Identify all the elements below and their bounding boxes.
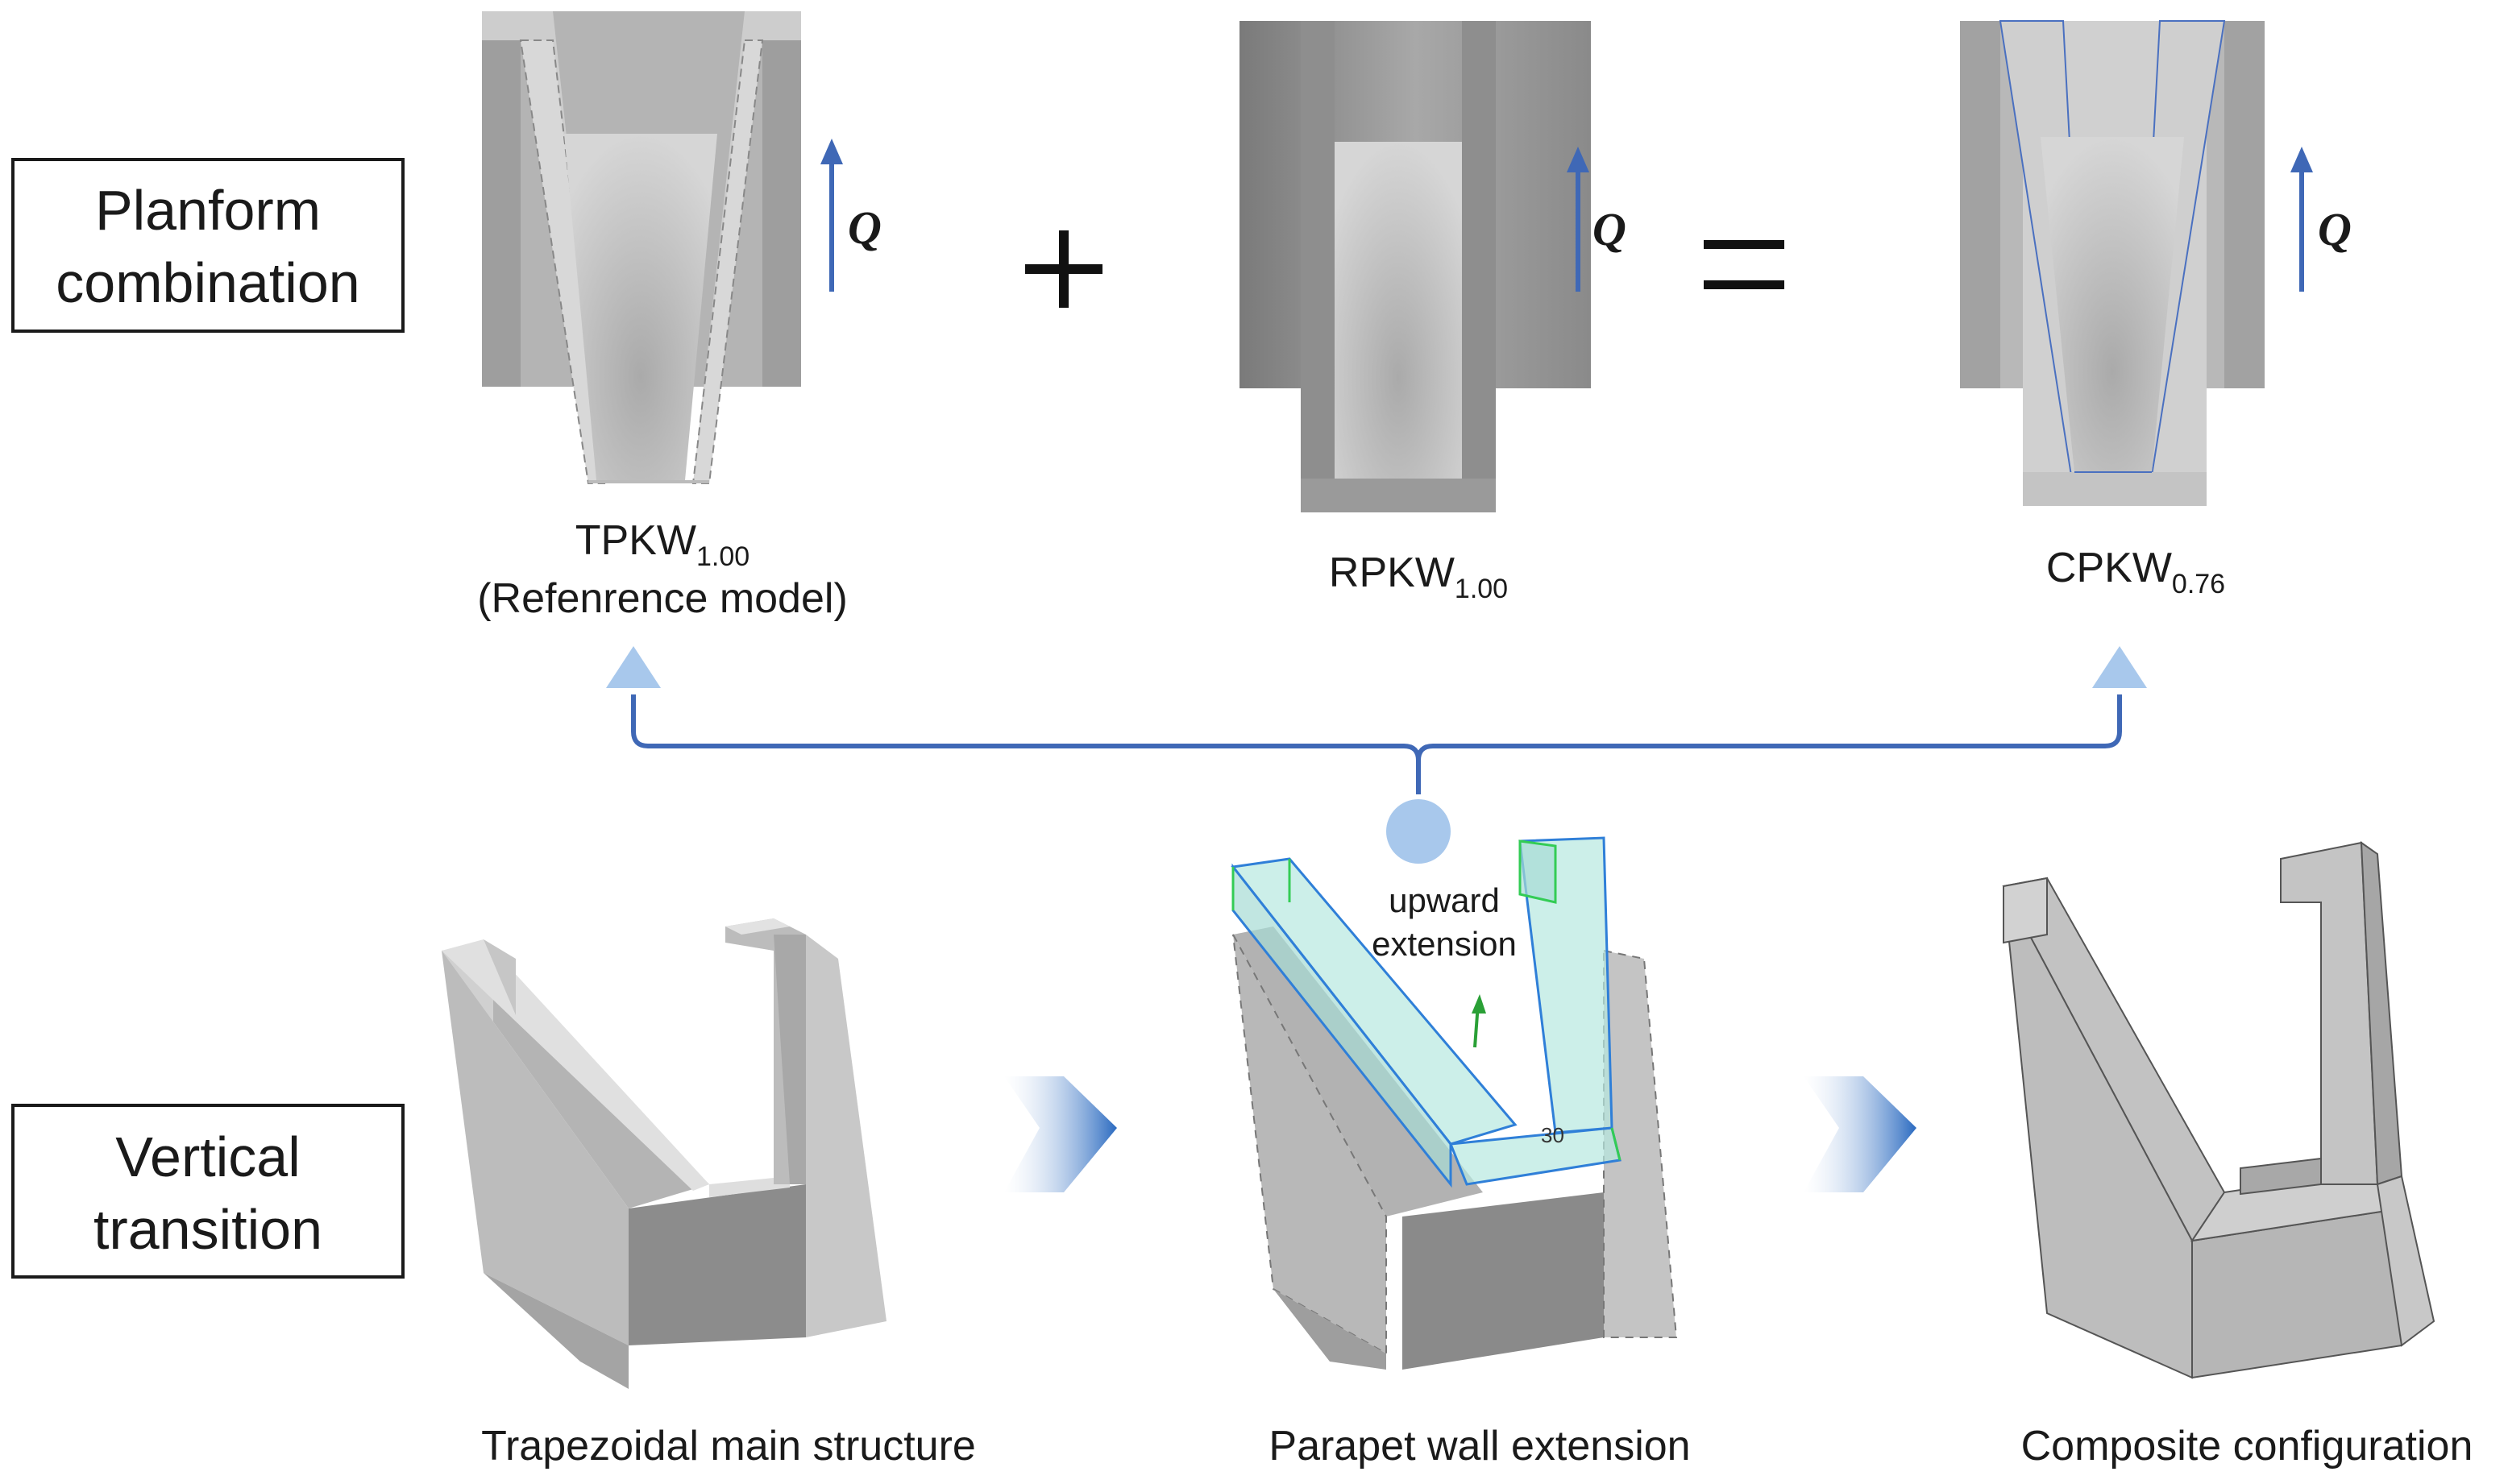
stage-arrow-1	[1004, 1076, 1117, 1192]
model-parapet-extension: 30	[1231, 836, 1678, 1370]
flow-direction-cpkw: Q	[2290, 147, 2352, 292]
row-label-box	[11, 158, 405, 333]
row-label-line1: Vertical	[115, 1125, 301, 1188]
connector-arrow-left	[606, 646, 661, 688]
connector-arrow-right	[2092, 646, 2147, 688]
flow-direction-rpkw: Q	[1567, 147, 1626, 292]
flow-symbol: Q	[2318, 203, 2352, 255]
tpkw-subscript: 1.00	[696, 541, 749, 572]
cpkw-label: CPKW0.76	[2046, 545, 2225, 599]
tpkw-note: (Refenrence model)	[477, 575, 848, 622]
flow-symbol: Q	[1592, 203, 1626, 255]
annotation-line1: upward	[1389, 881, 1500, 919]
stage-caption-parapet: Parapet wall extension	[1269, 1423, 1690, 1469]
stage-caption-composite: Composite configuration	[2021, 1423, 2473, 1469]
rpkw-base: RPKW	[1329, 549, 1455, 596]
stage-caption-main: Trapezoidal main structure	[481, 1423, 976, 1469]
cpkw-planform	[1960, 20, 2265, 506]
annotation-line2: extension	[1372, 925, 1517, 963]
planform-connector	[606, 646, 2147, 864]
tpkw-planform	[482, 11, 801, 484]
row-label-line2: combination	[56, 251, 359, 314]
row-label-line1: Planform	[95, 179, 321, 242]
stage-arrow-2	[1804, 1076, 1916, 1192]
rpkw-subscript: 1.00	[1455, 574, 1508, 604]
tpkw-label: TPKW1.00	[575, 517, 749, 572]
tpkw-base: TPKW	[575, 517, 696, 564]
cpkw-subscript: 0.76	[2172, 569, 2225, 599]
dimension-label: 30	[1541, 1123, 1564, 1147]
row-label-line2: transition	[93, 1198, 322, 1261]
row-label-box	[11, 1104, 405, 1279]
row-label-vertical: Vertical transition	[11, 1104, 405, 1279]
plus-operator	[1025, 230, 1102, 308]
model-trapezoidal-main	[442, 918, 887, 1389]
connector-node	[1386, 799, 1451, 864]
equals-operator	[1704, 240, 1784, 289]
row-label-planform: Planform combination	[11, 158, 405, 333]
rpkw-label: RPKW1.00	[1329, 549, 1508, 604]
flow-direction-tpkw: Q	[820, 139, 882, 292]
model-composite	[2002, 841, 2435, 1379]
rpkw-planform	[1239, 21, 1591, 512]
flow-symbol: Q	[848, 201, 882, 254]
cpkw-base: CPKW	[2046, 545, 2172, 591]
